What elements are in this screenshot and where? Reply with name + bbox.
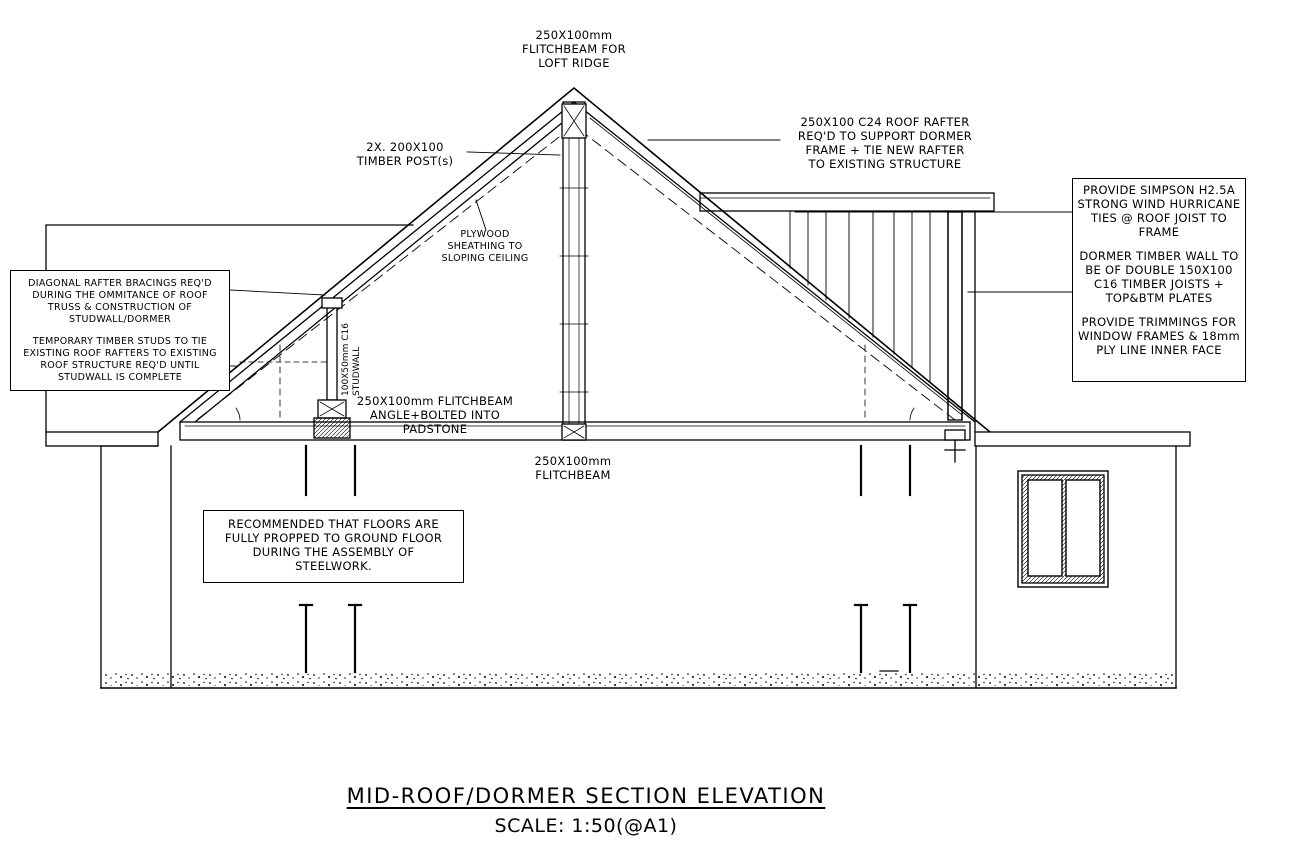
- floor-props: [298, 444, 918, 674]
- padstone-beam-label: 250X100mm FLITCHBEAM ANGLE+BOLTED INTO P…: [356, 394, 514, 436]
- ridge-beam-label: 250X100mm FLITCHBEAM FOR LOFT RIDGE: [522, 28, 626, 70]
- drawing-title: MID-ROOF/DORMER SECTION ELEVATION: [346, 784, 826, 808]
- propping-note-box: RECOMMENDED THAT FLOORS ARE FULLY PROPPE…: [203, 510, 464, 583]
- dormer-note-box: PROVIDE SIMPSON H2.5A STRONG WIND HURRIC…: [1072, 178, 1246, 382]
- roof-rafter-label: 250X100 C24 ROOF RAFTER REQ'D TO SUPPORT…: [797, 115, 973, 171]
- plywood-label: PLYWOOD SHEATHING TO SLOPING CEILING: [441, 229, 529, 264]
- house-walls: [100, 445, 1177, 689]
- studwall-vertical-label: 100X50mm C16 STUDWALL: [341, 323, 362, 396]
- ground-line: [100, 672, 1177, 689]
- central-timber-post: [559, 101, 589, 441]
- right-existing-roof: [974, 431, 1191, 447]
- timber-posts-label: 2X. 200X100 TIMBER POST(s): [356, 140, 454, 168]
- floor-beam-label: 250X100mm FLITCHBEAM: [534, 454, 612, 482]
- window: [1017, 470, 1109, 588]
- leader-lines: [225, 139, 1073, 367]
- drawing-scale: SCALE: 1:50(@A1): [494, 815, 678, 837]
- studwall-post: [239, 297, 351, 439]
- bracing-note-box: DIAGONAL RAFTER BRACINGS REQ'D DURING TH…: [10, 270, 230, 391]
- main-roof-outline: [156, 86, 992, 434]
